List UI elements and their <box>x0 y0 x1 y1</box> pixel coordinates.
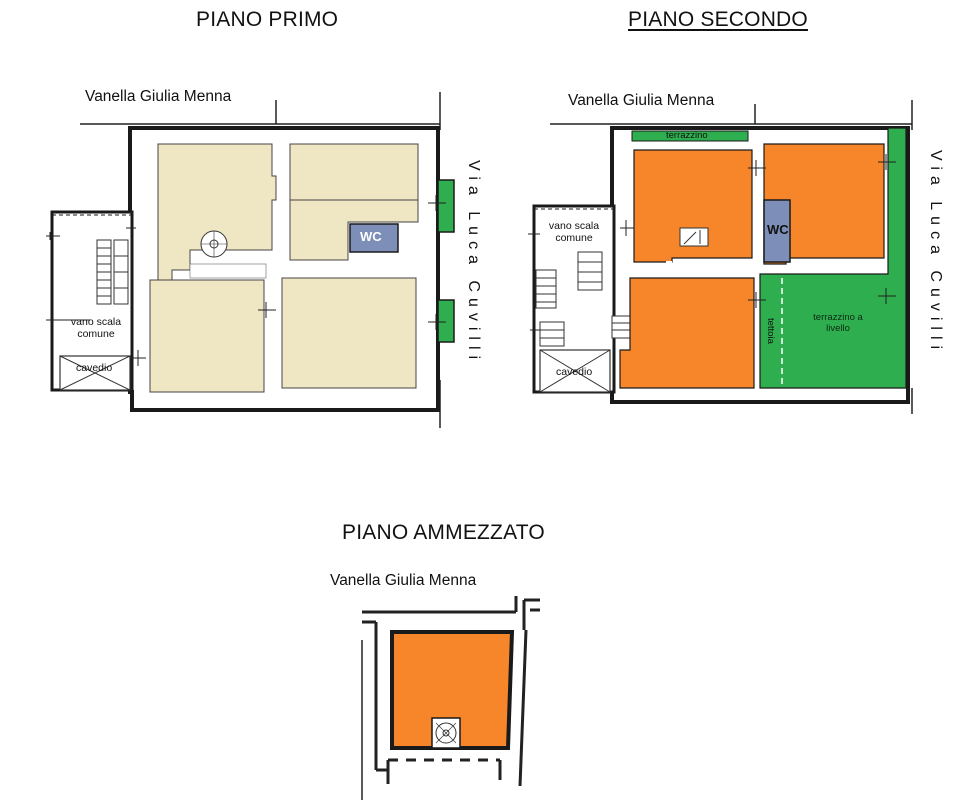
wc-room-secondo <box>763 199 791 263</box>
terrazzino-livello-label: terrazzino a livello <box>813 312 863 334</box>
street-top-secondo: Vanella Giulia Menna <box>568 92 715 109</box>
cavedio-label-primo: cavedio <box>76 362 113 374</box>
street-top-ammezzato: Vanella Giulia Menna <box>330 572 477 589</box>
terrazzino-label: terrazzino <box>666 130 708 141</box>
wc-label-primo: WC <box>360 229 382 244</box>
stair-label-primo: vano scala comune <box>70 316 122 340</box>
plan-piano-ammezzato <box>361 596 540 800</box>
stair-treads <box>96 239 129 305</box>
wc-label-secondo: WC <box>767 222 789 237</box>
street-top-primo: Vanella Giulia Menna <box>85 88 232 105</box>
street-side-primo: Via Luca Cuvilli <box>465 160 482 366</box>
title-piano-secondo: PIANO SECONDO <box>628 8 808 31</box>
wc-room <box>349 223 399 253</box>
title-piano-primo: PIANO PRIMO <box>196 8 339 31</box>
plan-piano-secondo <box>528 100 913 414</box>
street-side-secondo: Via Luca Cuvilli <box>927 150 944 356</box>
cavedio-label-secondo: cavedio <box>556 366 593 378</box>
stair-label-secondo: vano scala comune <box>548 220 600 244</box>
tettoia-label: tettoia <box>765 318 776 344</box>
plan-piano-primo <box>46 92 455 428</box>
title-piano-ammezzato: PIANO AMMEZZATO <box>342 521 545 544</box>
